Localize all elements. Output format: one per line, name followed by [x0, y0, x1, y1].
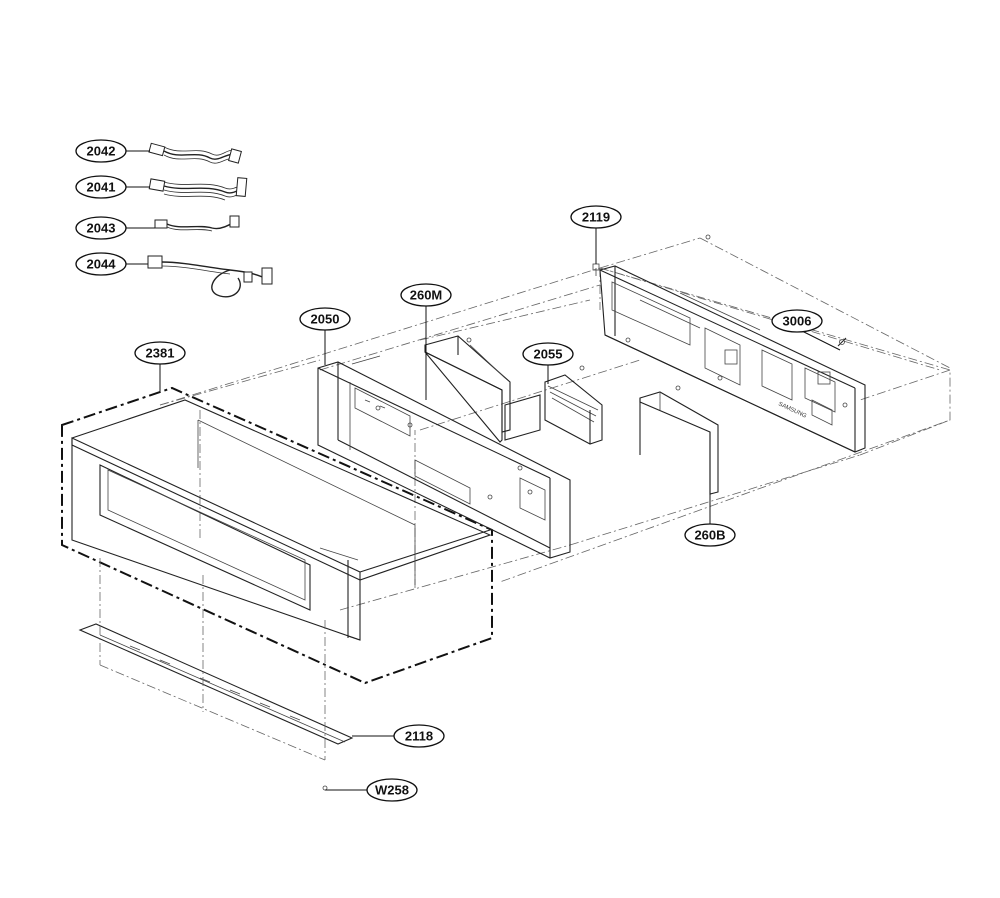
callout-2044-label: 2044 [87, 257, 117, 272]
callout-2381: 2381 [134, 341, 186, 365]
callout-2042-label: 2042 [87, 144, 116, 159]
callout-2043-label: 2043 [87, 221, 116, 236]
callout-2381-label: 2381 [146, 346, 175, 361]
callout-2118-label: 2118 [405, 729, 433, 744]
rear-panel-marking: SAMSUNG [777, 401, 807, 419]
screw-top [705, 234, 711, 240]
callout-2041-label: 2041 [87, 180, 116, 195]
callout-2050-label: 2050 [311, 312, 340, 327]
callout-260B: 260B [684, 523, 736, 547]
cable-2043 [154, 215, 240, 232]
callout-2043: 2043 [75, 216, 127, 240]
bottom-strip-2118 [78, 558, 354, 761]
screw-w258 [322, 785, 328, 791]
callout-2119-label: 2119 [582, 210, 610, 225]
bracket-260B [639, 385, 719, 495]
callout-2044: 2044 [75, 252, 127, 276]
callout-2119: 2119 [570, 205, 622, 229]
callout-3006: 3006 [771, 309, 823, 333]
callout-260M: 260M [400, 283, 452, 307]
cable-2044 [147, 255, 273, 298]
front-panel-2381 [61, 386, 493, 685]
callout-2050: 2050 [299, 307, 351, 331]
callout-3006-label: 3006 [783, 314, 812, 329]
leader-lines [126, 150, 841, 791]
callout-2042: 2042 [75, 139, 127, 163]
bracket-260M [424, 335, 511, 443]
callout-260B-label: 260B [694, 528, 725, 543]
callout-W258: W258 [366, 778, 418, 802]
callout-W258-label: W258 [375, 783, 409, 798]
cable-2042 [148, 142, 242, 164]
cable-2041 [148, 177, 248, 201]
rear-panel-2119: SAMSUNG [592, 263, 866, 453]
callout-260M-label: 260M [410, 288, 443, 303]
connector-2055 [504, 365, 603, 445]
callout-2055-label: 2055 [534, 347, 563, 362]
front-chassis-2050 [317, 355, 571, 559]
callout-2041: 2041 [75, 175, 127, 199]
callout-2118: 2118 [393, 724, 445, 748]
cabinet-phantom-outline [159, 237, 951, 611]
callout-2055: 2055 [522, 342, 574, 366]
screw-3006 [837, 337, 847, 347]
